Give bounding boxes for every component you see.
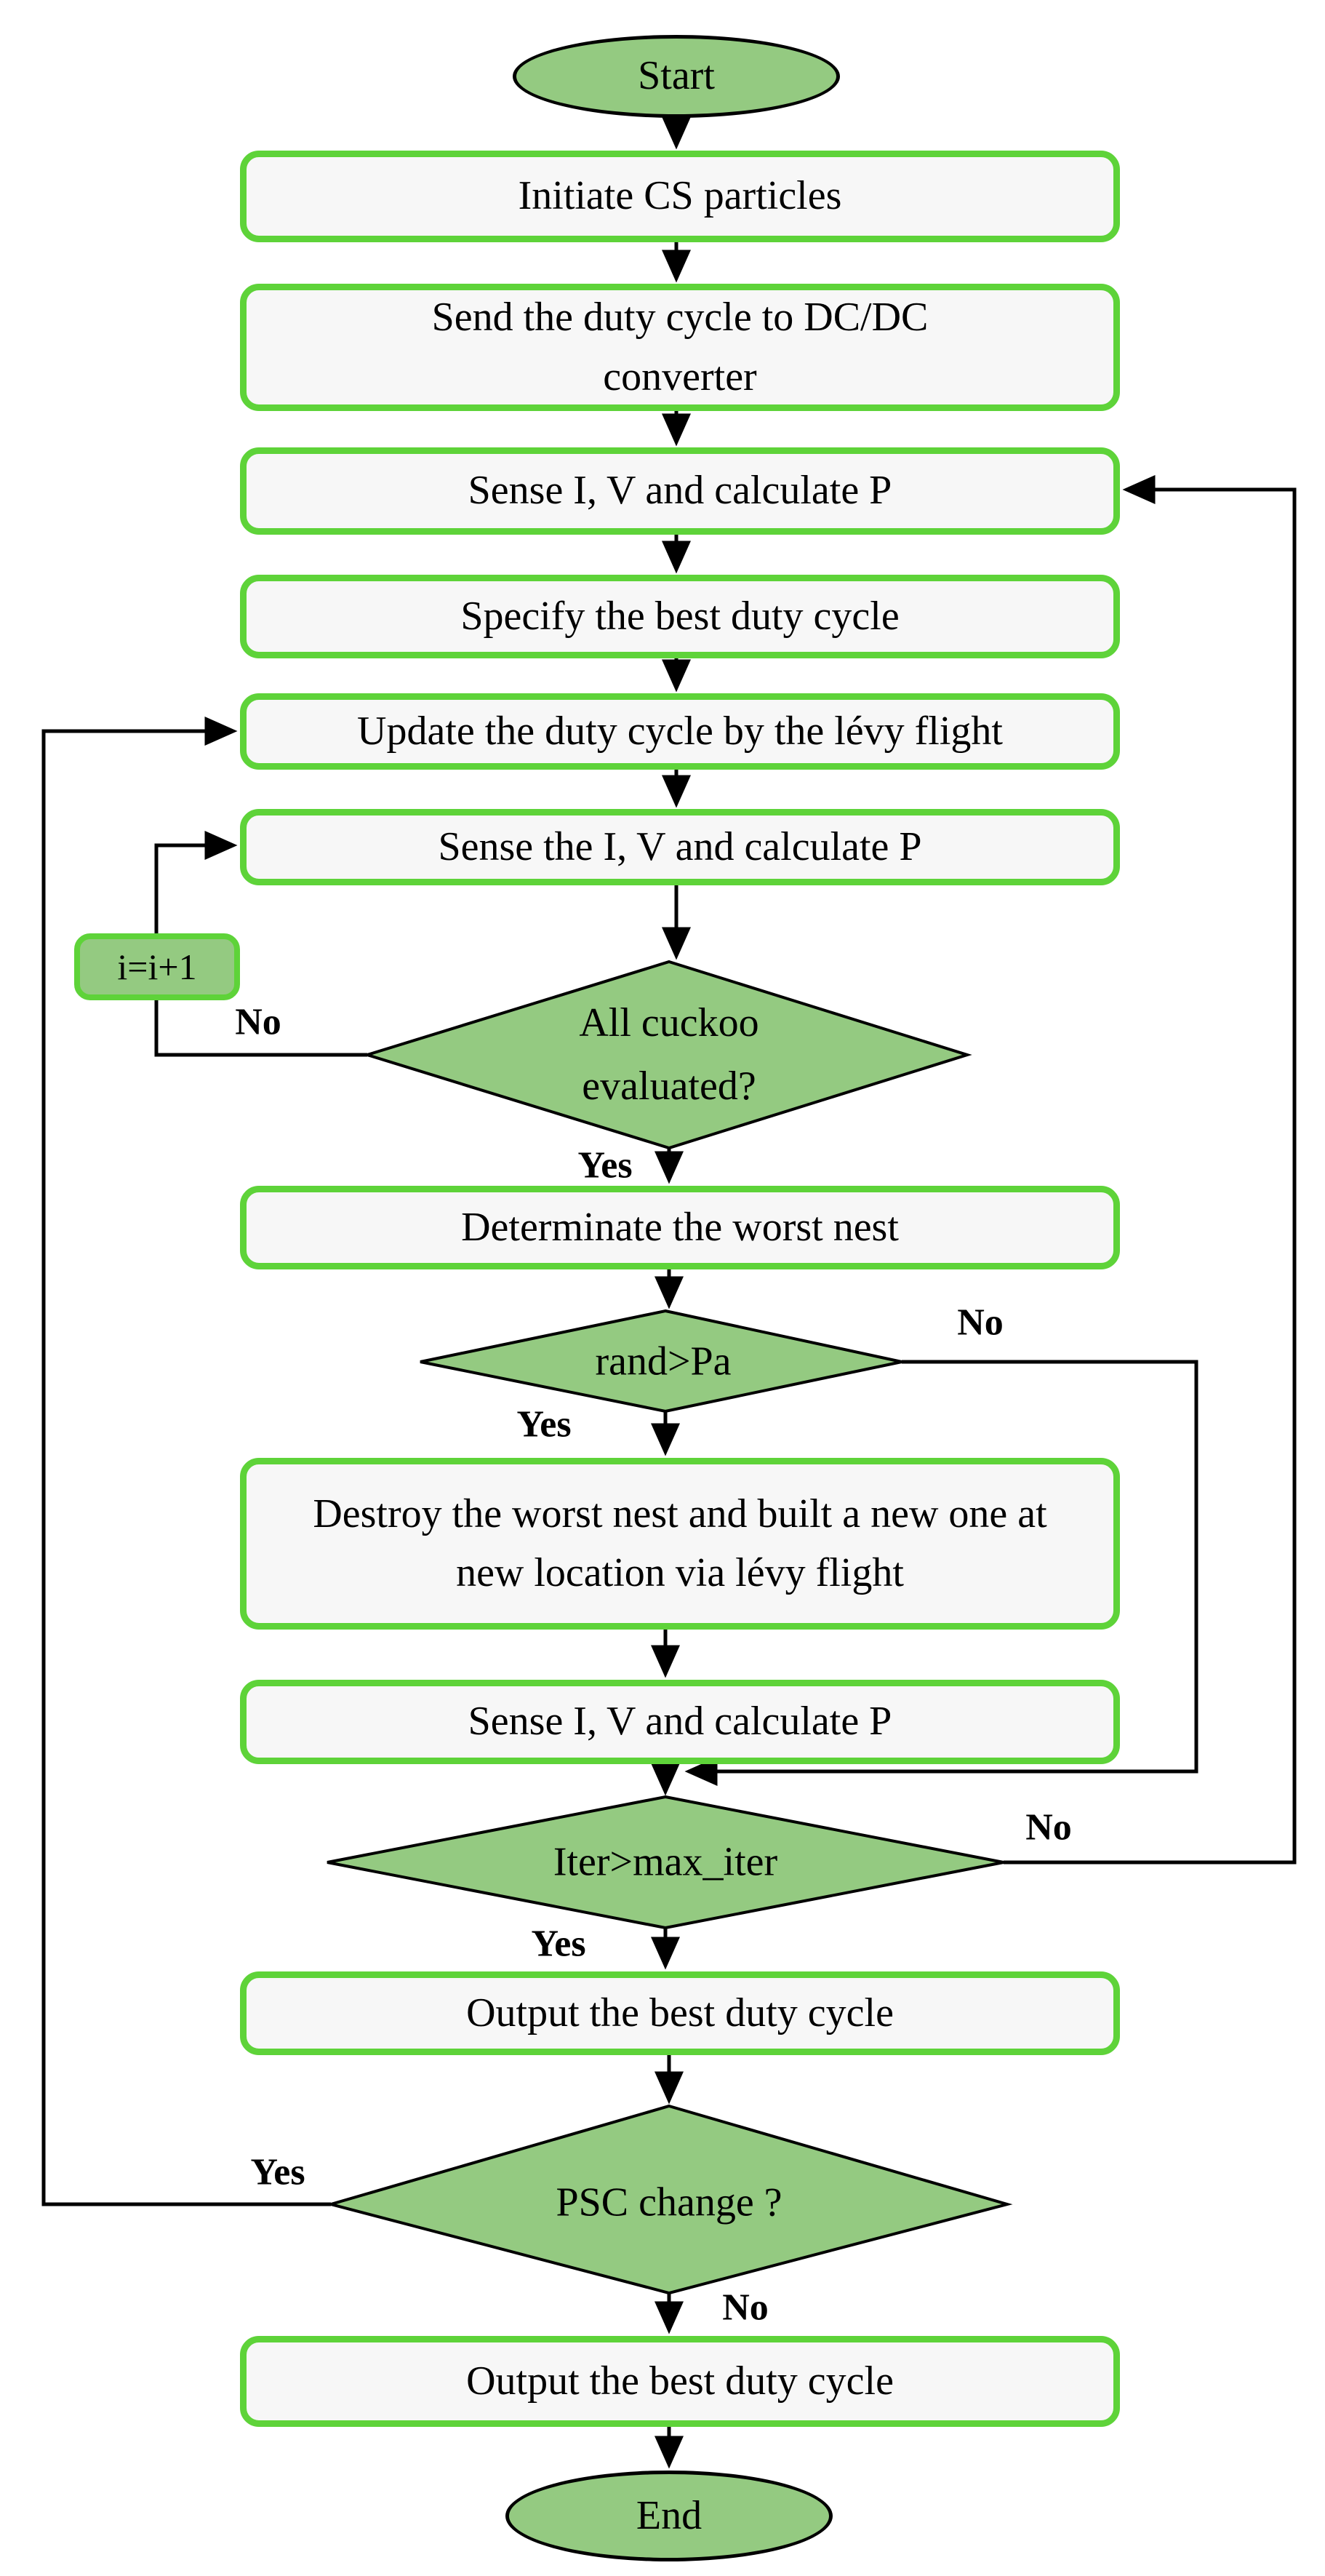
decision-text: Iter>max_iter (553, 1839, 778, 1885)
label-allcuckoo-no: No (235, 1001, 281, 1043)
label-randpa-no: No (957, 1301, 1004, 1344)
decision-text: rand>Pa (595, 1339, 732, 1384)
end-terminal: End (505, 2471, 833, 2561)
label-psc-no: No (722, 2286, 769, 2329)
loop-psc-yes-to-update (41, 717, 331, 2206)
label-allcuckoo-yes: Yes (577, 1144, 633, 1187)
decision-text: All cuckoo evaluated? (579, 1000, 759, 1109)
start-terminal: Start (513, 35, 840, 118)
end-label: End (636, 2492, 702, 2538)
decision-psc-diamond (325, 2104, 1013, 2295)
step-text: Sense I, V and calculate P (468, 468, 892, 514)
decision-rand-pa-text: rand>Pa (481, 1331, 845, 1394)
step-determinate-worst-nest: Determinate the worst nest (240, 1186, 1120, 1269)
step-sense-ivp-1: Sense I, V and calculate P (240, 447, 1120, 535)
step-text: Output the best duty cycle (466, 1990, 894, 2035)
step-update-duty-levy: Update the duty cycle by the lévy flight (240, 693, 1120, 770)
label-iter-no: No (1025, 1806, 1072, 1849)
label-psc-yes: Yes (250, 2151, 305, 2193)
decision-psc-text: PSC change ? (415, 2172, 924, 2235)
decision-rand-pa-diamond (420, 1309, 902, 1413)
label-randpa-yes: Yes (516, 1403, 572, 1445)
step-text: Determinate the worst nest (461, 1204, 899, 1250)
decision-iter-text: Iter>max_iter (411, 1831, 920, 1894)
loop-randpa-no-to-iter (684, 1360, 1198, 1786)
step-text: Send the duty cycle to DC/DC converter (431, 295, 929, 399)
loop-iter-no-to-sense1 (1004, 475, 1297, 1865)
counter-text: i=i+1 (117, 946, 197, 987)
decision-iter-diamond (327, 1795, 1004, 1930)
step-text: Specify the best duty cycle (460, 593, 900, 639)
step-output-best-duty-1: Output the best duty cycle (240, 1971, 1120, 2055)
decision-text: PSC change ? (556, 2180, 782, 2225)
step-text: Output the best duty cycle (466, 2358, 894, 2404)
step-initiate-cs-particles: Initiate CS particles (240, 151, 1120, 242)
step-output-best-duty-2: Output the best duty cycle (240, 2336, 1120, 2427)
step-text: Initiate CS particles (518, 173, 842, 219)
start-label: Start (638, 53, 715, 99)
decision-all-cuckoo-text: All cuckoo evaluated? (516, 992, 822, 1118)
label-iter-yes: Yes (531, 1923, 586, 1965)
step-destroy-worst-nest: Destroy the worst nest and built a new o… (240, 1458, 1120, 1630)
step-sense-ivp-3: Sense I, V and calculate P (240, 1680, 1120, 1764)
step-sense-ivp-2: Sense the I, V and calculate P (240, 809, 1120, 885)
decision-all-cuckoo-diamond (362, 960, 972, 1150)
step-text: Update the duty cycle by the lévy flight (357, 708, 1003, 754)
step-text: Sense the I, V and calculate P (438, 824, 922, 869)
step-text: Destroy the worst nest and built a new o… (313, 1491, 1047, 1595)
step-send-duty-cycle: Send the duty cycle to DC/DC converter (240, 284, 1120, 411)
step-text: Sense I, V and calculate P (468, 1699, 892, 1744)
step-specify-best-duty: Specify the best duty cycle (240, 575, 1120, 658)
step-increment-counter: i=i+1 (74, 933, 240, 1000)
